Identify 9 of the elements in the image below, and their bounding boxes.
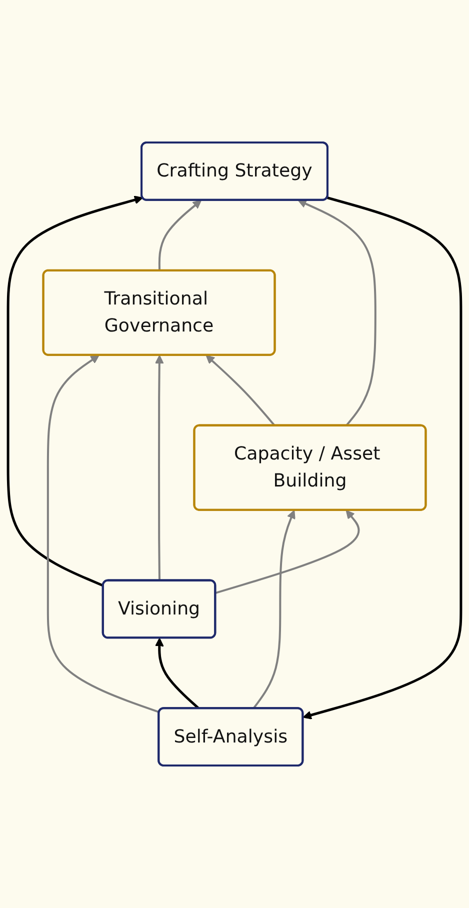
arrow (252, 510, 296, 710)
arrow (6, 196, 144, 587)
arrow (215, 510, 360, 594)
arrow (206, 354, 276, 426)
arrow (158, 200, 202, 271)
arrow (46, 354, 160, 714)
arrow (298, 200, 376, 426)
arrow (302, 196, 462, 720)
arrow (154, 354, 164, 581)
